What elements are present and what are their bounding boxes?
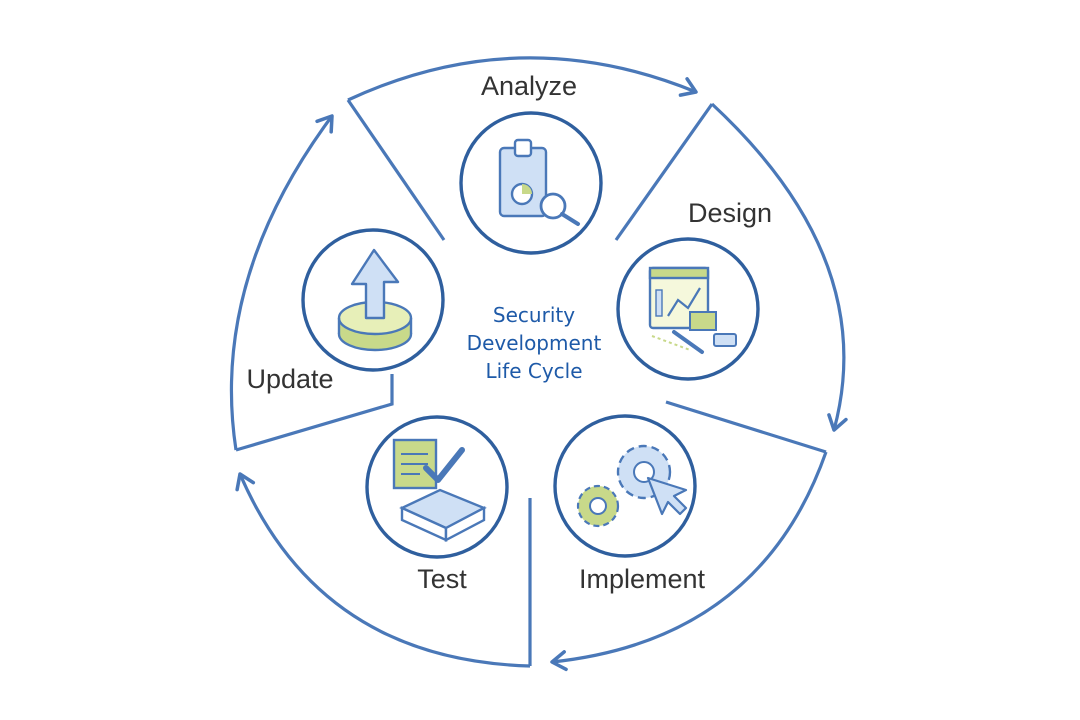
segment-design xyxy=(614,102,848,432)
stage-label-implement: Implement xyxy=(579,564,706,594)
node-implement xyxy=(553,414,697,558)
browser-window-chart-pencil-icon xyxy=(648,266,737,354)
stage-label-analyze: Analyze xyxy=(481,71,577,101)
checklist-server-icon xyxy=(392,438,487,542)
stage-label-design: Design xyxy=(688,198,772,228)
stage-label-update: Update xyxy=(246,364,333,394)
gears-cursor-icon xyxy=(576,444,688,528)
segment-update xyxy=(229,114,394,452)
segment-test xyxy=(235,472,532,668)
stage-label-test: Test xyxy=(417,564,467,594)
clipboard-chart-magnifier-icon xyxy=(498,138,580,226)
node-update xyxy=(301,228,445,372)
node-design xyxy=(616,237,760,381)
upload-arrow-disk-icon xyxy=(337,248,413,352)
node-test xyxy=(365,415,509,559)
center-title-line-2: Development xyxy=(467,331,602,355)
segment-analyze xyxy=(346,56,698,241)
center-title: Security Development Life Cycle xyxy=(467,303,602,383)
center-title-line-1: Security xyxy=(493,303,575,327)
center-title-line-3: Life Cycle xyxy=(485,359,582,383)
node-analyze xyxy=(459,111,603,255)
segment-implement xyxy=(550,400,828,672)
